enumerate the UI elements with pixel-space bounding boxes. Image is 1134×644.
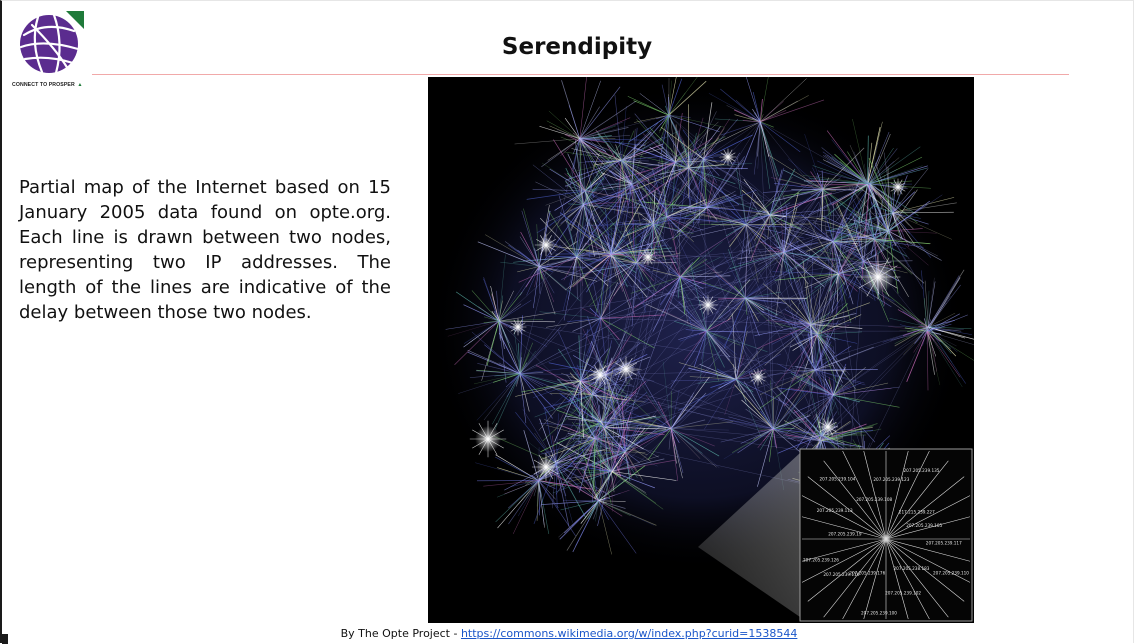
inset-node-label: 207.205.239.105 bbox=[906, 523, 942, 528]
inset-node-label: 207.205.239.123 bbox=[873, 477, 909, 482]
logo-tagline: CONNECT TO PROSPER ▲ bbox=[12, 82, 108, 88]
image-credit: By The Opte Project - https://commons.wi… bbox=[2, 627, 1134, 640]
slide-title: Serendipity bbox=[382, 34, 772, 60]
slide-description: Partial map of the Internet based on 15 … bbox=[19, 175, 391, 325]
inset-node-label: 207.205.239.104 bbox=[820, 477, 856, 482]
globe-network-icon bbox=[16, 9, 86, 77]
inset-node-label: 207.205.239.102 bbox=[885, 590, 921, 595]
inset-node-label: 207.205.239.100 bbox=[861, 611, 897, 616]
inset-node-label: 207.205.239.116 bbox=[823, 572, 859, 577]
internet-map-canvas: 207.205.239.105 207.205.239.117 207.205.23… bbox=[428, 77, 974, 623]
credit-link[interactable]: https://commons.wikimedia.org/w/index.ph… bbox=[461, 627, 797, 640]
inset-node-label: 207.205.239.110 bbox=[933, 571, 969, 576]
inset-node-label: 207.205.239.117 bbox=[926, 540, 962, 545]
map-inset-zoom: 207.205.239.105 207.205.239.117 207.205.23… bbox=[800, 449, 972, 621]
credit-prefix: By The Opte Project - bbox=[341, 627, 461, 640]
inset-node-label: 207.205.239.126 bbox=[803, 558, 839, 563]
logo: CONNECT TO PROSPER ▲ bbox=[14, 9, 94, 95]
inset-node-label: 207.205.239.19 bbox=[828, 531, 862, 536]
inset-node-label: 207.205.239.113 bbox=[817, 508, 853, 513]
inset-node-label: 207.205.238.183 bbox=[894, 566, 930, 571]
inset-node-label: 207.205.239.108 bbox=[856, 497, 892, 502]
internet-map-image: 207.205.239.105 207.205.239.117 207.205.23… bbox=[428, 77, 974, 623]
inset-node-label: 217.215.239.227 bbox=[899, 510, 935, 515]
title-divider bbox=[92, 74, 1069, 75]
inset-node-label: 207.205.239.135 bbox=[904, 468, 940, 473]
